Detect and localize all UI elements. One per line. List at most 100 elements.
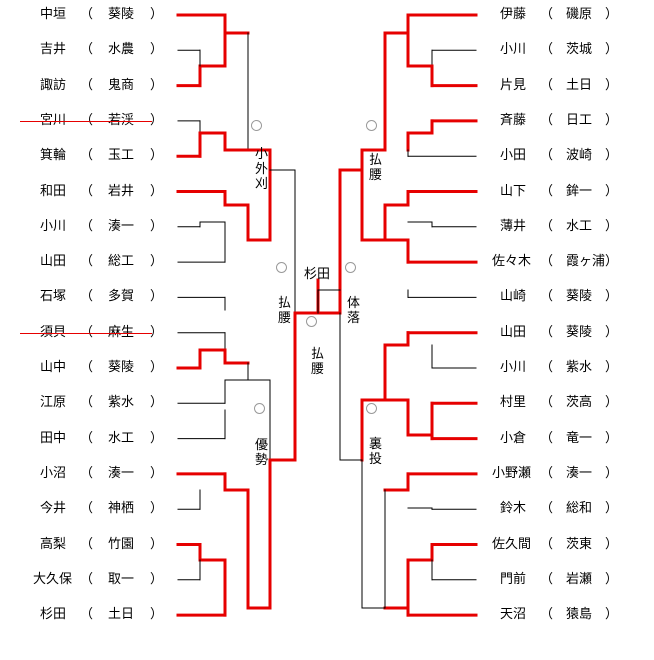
paren-open: （ <box>540 465 554 481</box>
entry-school: 日工 <box>566 112 593 128</box>
round-marker-circle <box>254 403 265 414</box>
paren-close: ） <box>150 148 164 164</box>
entry-school: 水工 <box>108 430 135 446</box>
entry-school: 神栖 <box>108 501 135 517</box>
entry-name: 今井 <box>40 501 67 517</box>
paren-open: （ <box>540 607 554 623</box>
paren-close: ） <box>150 112 164 128</box>
entry-school: 土日 <box>108 607 135 623</box>
round-marker-circle <box>345 262 356 273</box>
entry-school: 紫水 <box>566 360 593 375</box>
entry-school: 湊一 <box>108 218 135 234</box>
paren-open: （ <box>80 607 94 623</box>
champion-name: 杉田 <box>304 267 331 282</box>
paren-close: ） <box>605 289 619 305</box>
entry-name: 山田 <box>40 254 67 270</box>
paren-close: ） <box>150 7 164 22</box>
technique-right-upper: 払腰 <box>368 153 382 183</box>
entry-school: 若渓 <box>108 112 135 128</box>
entry-name: 門前 <box>500 571 527 587</box>
paren-close: ） <box>605 254 619 270</box>
technique-left-lower: 優勢 <box>254 438 268 468</box>
paren-close: ） <box>605 607 619 623</box>
entry-name: 佐々木 <box>492 254 532 270</box>
paren-open: （ <box>80 77 94 93</box>
entry-name: 大久保 <box>33 571 73 587</box>
entry-school: 磯原 <box>566 7 593 22</box>
paren-close: ） <box>605 183 619 199</box>
paren-close: ） <box>605 465 619 481</box>
entry-name: 小倉 <box>500 430 527 446</box>
paren-open: （ <box>80 218 94 234</box>
paren-open: （ <box>540 289 554 305</box>
paren-open: （ <box>540 324 554 340</box>
entry-school: 鬼商 <box>108 77 135 93</box>
entry-school: 霞ヶ浦 <box>566 254 606 270</box>
entry-school: 竹園 <box>108 536 135 552</box>
entry-school: 水工 <box>566 218 593 234</box>
paren-open: （ <box>80 571 94 587</box>
strikethrough-line <box>20 332 152 334</box>
entry-school: 湊一 <box>566 465 593 481</box>
entry-school: 猿島 <box>566 607 593 623</box>
paren-open: （ <box>540 360 554 375</box>
paren-open: （ <box>80 324 94 340</box>
paren-close: ） <box>605 112 619 128</box>
round-marker-circle <box>276 262 287 273</box>
entry-name: 薄井 <box>500 218 527 234</box>
entry-name: 山田 <box>500 324 527 340</box>
paren-close: ） <box>605 218 619 234</box>
entry-school: 葵陵 <box>566 289 593 305</box>
paren-close: ） <box>605 571 619 587</box>
paren-close: ） <box>150 607 164 623</box>
entry-name: 箕輪 <box>40 148 67 164</box>
entry-school: 総工 <box>108 254 135 270</box>
entry-school: 土日 <box>566 77 593 93</box>
technique-final: 払腰 <box>310 347 324 377</box>
entry-name: 小川 <box>500 42 527 58</box>
entry-name: 田中 <box>40 430 67 446</box>
entry-name: 杉田 <box>40 607 67 623</box>
paren-close: ） <box>605 501 619 517</box>
round-marker-circle <box>251 120 262 131</box>
paren-open: （ <box>80 360 94 375</box>
entry-school: 葵陵 <box>108 360 135 375</box>
entry-name: 須貝 <box>40 324 67 340</box>
entry-school: 水農 <box>108 42 135 58</box>
entry-school: 茨高 <box>566 395 593 411</box>
entry-name: 山崎 <box>500 289 527 305</box>
entry-school: 茨城 <box>566 42 593 58</box>
entry-name: 小沼 <box>40 465 67 481</box>
entry-name: 江原 <box>40 395 67 411</box>
paren-open: （ <box>540 501 554 517</box>
paren-open: （ <box>80 430 94 446</box>
paren-open: （ <box>80 254 94 270</box>
entry-school: 湊一 <box>108 465 135 481</box>
entry-name: 宮川 <box>40 112 67 128</box>
paren-close: ） <box>150 360 164 375</box>
technique-right-lower: 裏投 <box>368 437 382 467</box>
paren-close: ） <box>605 42 619 58</box>
round-marker-circle <box>306 316 317 327</box>
paren-close: ） <box>150 324 164 340</box>
paren-open: （ <box>540 77 554 93</box>
entry-school: 竜一 <box>566 430 593 446</box>
paren-close: ） <box>150 77 164 93</box>
entry-name: 天沼 <box>500 607 527 623</box>
entry-school: 波崎 <box>566 148 593 164</box>
entry-name: 小川 <box>40 218 67 234</box>
paren-close: ） <box>605 324 619 340</box>
entry-name: 山中 <box>40 360 67 375</box>
paren-open: （ <box>80 42 94 58</box>
paren-close: ） <box>150 42 164 58</box>
paren-open: （ <box>540 112 554 128</box>
paren-open: （ <box>540 430 554 446</box>
entry-school: 取一 <box>108 571 135 587</box>
paren-close: ） <box>150 571 164 587</box>
paren-close: ） <box>150 183 164 199</box>
paren-close: ） <box>150 254 164 270</box>
paren-open: （ <box>80 112 94 128</box>
paren-close: ） <box>150 430 164 446</box>
paren-open: （ <box>540 7 554 22</box>
